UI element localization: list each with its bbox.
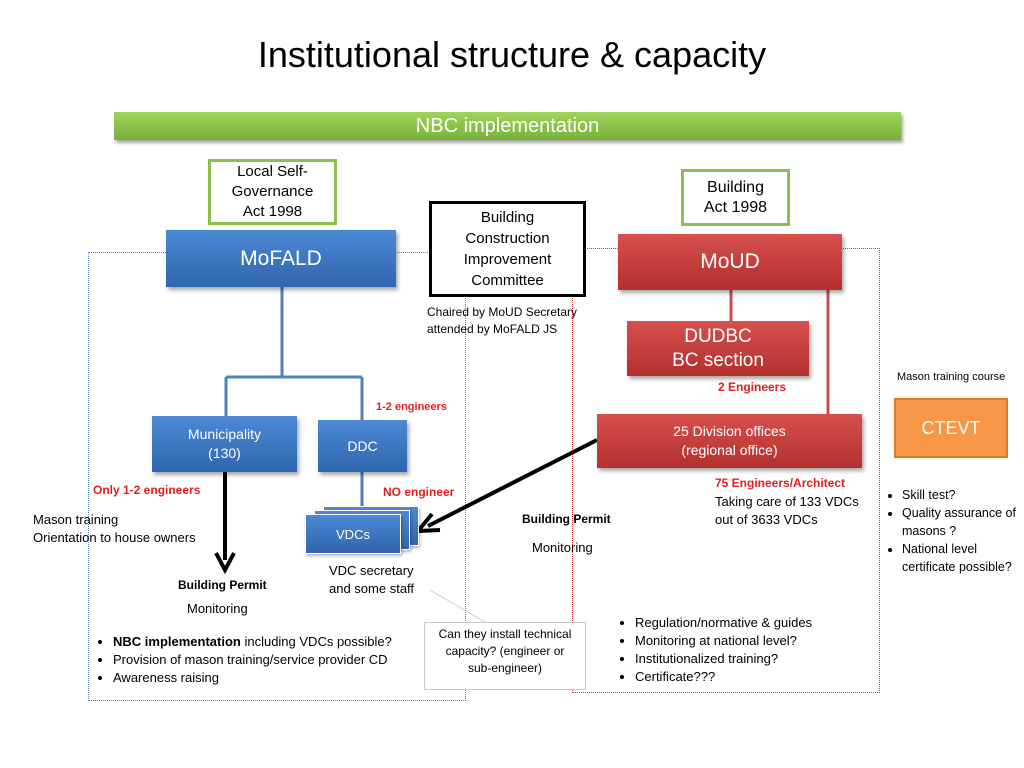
mofald-label: MoFALD	[240, 246, 322, 270]
division-vdc-note-line1: Taking care of 133 VDCs	[715, 494, 859, 509]
bc-section-label: BC section	[672, 349, 764, 371]
moud-box: MoUD	[618, 234, 842, 290]
nbc-implementation-banner: NBC implementation	[114, 112, 901, 140]
right-bullet-item: Regulation/normative & guides	[635, 614, 867, 632]
ddc-label: DDC	[347, 438, 378, 454]
vdcs-card-front: VDCs	[305, 514, 401, 554]
mofald-box: MoFALD	[166, 230, 396, 287]
vdc-staff-note: VDC secretary and some staff	[329, 562, 414, 598]
building-act-box: Building Act 1998	[681, 169, 790, 226]
technical-capacity-callout: Can they install technical capacity? (en…	[424, 622, 586, 690]
left-building-permit-label: Building Permit	[178, 578, 267, 592]
committee-note-line1: Chaired by MoUD Secretary	[427, 305, 578, 319]
left-bullet-text: including VDCs possible?	[240, 634, 392, 649]
right-bullet-item: Institutionalized training?	[635, 650, 867, 668]
right-monitoring-label: Monitoring	[532, 540, 593, 555]
ctevt-bullet-item: National level certificate possible?	[902, 540, 1024, 576]
ctevt-box: CTEVT	[894, 398, 1008, 458]
division-to-vdcs-arrow	[427, 438, 598, 528]
ddc-box: DDC	[318, 420, 407, 472]
moud-label: MoUD	[700, 250, 760, 273]
division-engineers-note: 75 Engineers/Architect	[715, 476, 846, 490]
ddc-engineers-note: 1-2 engineers	[376, 401, 447, 413]
dudbc-label: DUDBC	[684, 325, 752, 347]
building-act-label: Building Act 1998	[703, 178, 768, 216]
committee-note-line2: attended by MoFALD JS	[427, 322, 558, 336]
left-monitoring-label: Monitoring	[187, 601, 248, 616]
regional-office-label: (regional office)	[681, 442, 778, 458]
mason-training-note: Mason training Orientation to house owne…	[33, 511, 196, 547]
vdc-staff-line2: and some staff	[329, 581, 415, 596]
division-vdc-note-line2: out of 3633 VDCs	[715, 512, 818, 527]
technical-capacity-callout-text: Can they install technical capacity? (en…	[438, 627, 572, 675]
ctevt-bullet-item: Skill test?	[902, 486, 1024, 504]
left-bullet-bold: NBC implementation	[113, 634, 241, 649]
municipality-label: Municipality	[187, 426, 262, 442]
page-title: Institutional structure & capacity	[257, 34, 767, 75]
right-bullet-item: Certificate???	[635, 668, 867, 686]
ctevt-bullet-list: Skill test? Quality assurance of masons …	[884, 486, 1024, 576]
dudbc-box: DUDBC BC section	[627, 321, 809, 376]
division-offices-box: 25 Division offices (regional office)	[597, 414, 862, 468]
mason-training-course-caption: Mason training course	[897, 371, 1006, 383]
right-bullet-list: Regulation/normative & guides Monitoring…	[617, 614, 867, 686]
mason-training-line1: Mason training	[33, 512, 119, 527]
vdcs-label: VDCs	[336, 526, 370, 542]
ctevt-bullet-item: Quality assurance of masons ?	[902, 504, 1024, 540]
left-bullet-text: Awareness raising	[113, 670, 219, 685]
left-bullet-list: NBC implementation including VDCs possib…	[95, 633, 425, 687]
municipality-box: Municipality (130)	[152, 416, 297, 472]
local-self-governance-act-label: Local Self-Governance Act 1998	[231, 163, 314, 220]
division-offices-label: 25 Division offices	[673, 423, 786, 439]
committee-box: Building Construction Improvement Commit…	[429, 201, 586, 297]
municipality-count: (130)	[208, 445, 241, 461]
dudbc-engineers-note: 2 Engineers	[718, 380, 787, 394]
municipality-engineers-note: Only 1-2 engineers	[93, 483, 201, 497]
division-vdc-note: Taking care of 133 VDCs out of 3633 VDCs	[715, 493, 859, 529]
right-building-permit-label: Building Permit	[522, 512, 611, 526]
vdcs-stack: VDCs	[305, 506, 421, 558]
callout-pointer	[429, 589, 486, 623]
vdc-engineers-note: NO engineer	[383, 485, 455, 499]
left-bullet-text: Provision of mason training/service prov…	[113, 652, 388, 667]
left-bullet-item: NBC implementation including VDCs possib…	[113, 633, 425, 651]
right-bullet-item: Monitoring at national level?	[635, 632, 867, 650]
committee-label: Building Construction Improvement Commit…	[463, 209, 552, 289]
committee-note: Chaired by MoUD Secretary attended by Mo…	[427, 304, 617, 338]
ctevt-label: CTEVT	[921, 417, 981, 438]
local-self-governance-act-box: Local Self-Governance Act 1998	[208, 159, 337, 225]
mason-training-line2: Orientation to house owners	[33, 530, 196, 545]
vdc-staff-line1: VDC secretary	[329, 563, 414, 578]
municipality-permit-arrowhead	[214, 552, 236, 575]
left-bullet-item: Provision of mason training/service prov…	[113, 651, 425, 669]
left-bullet-item: Awareness raising	[113, 669, 425, 687]
